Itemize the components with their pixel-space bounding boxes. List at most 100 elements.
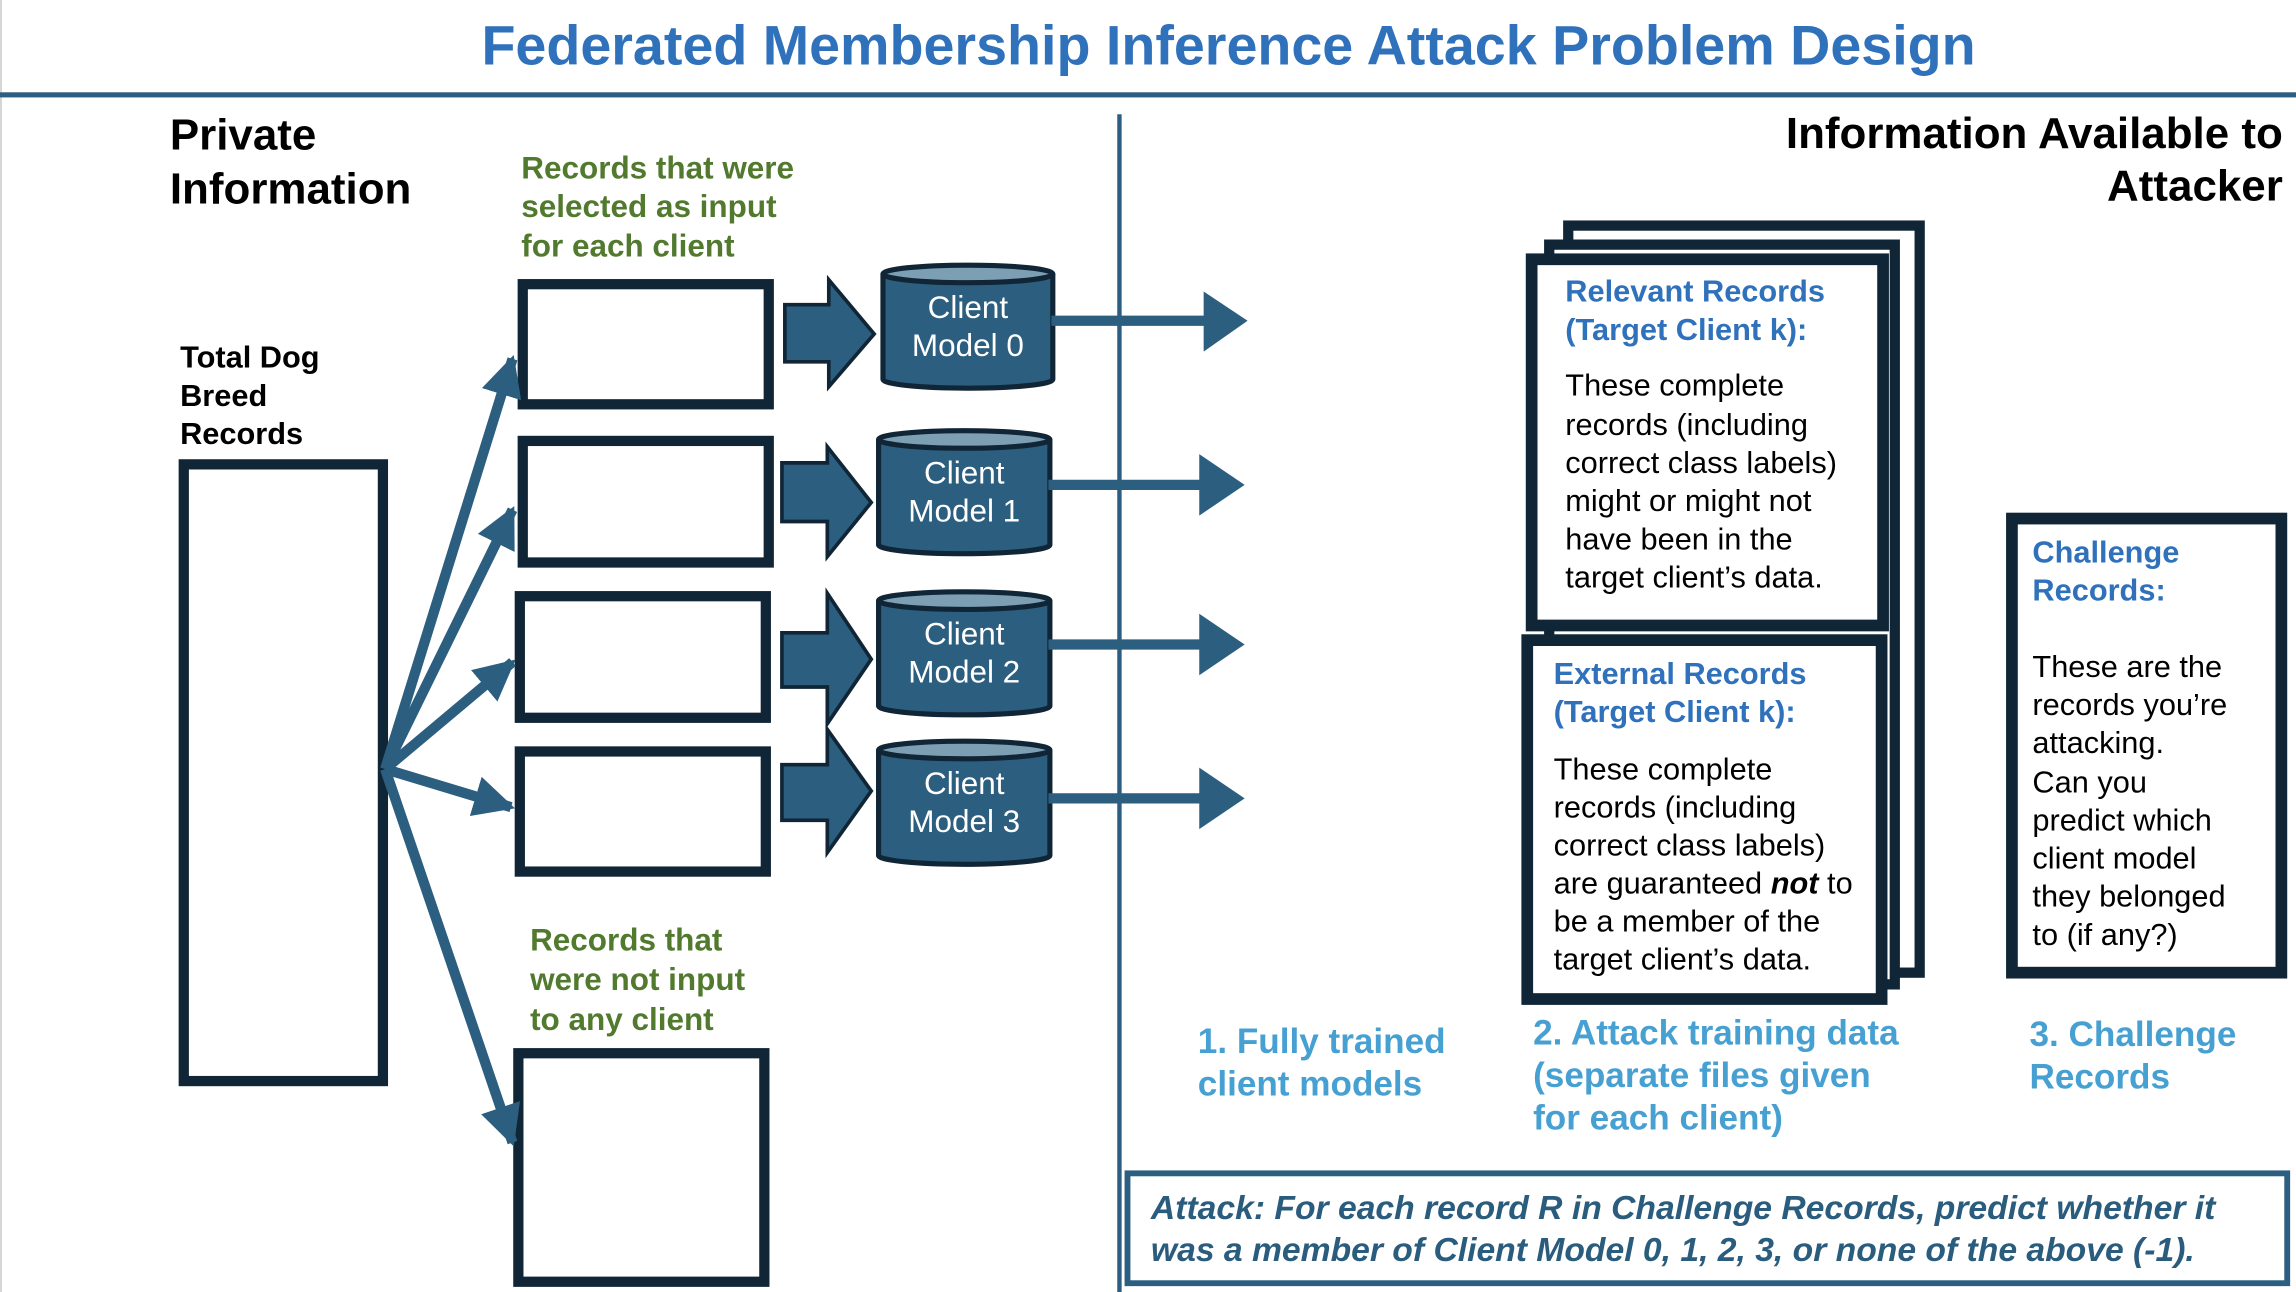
arrow-to-client-3: [383, 764, 515, 817]
emphasis-not: not: [1771, 866, 1821, 901]
external-body-line: These complete: [1554, 751, 1773, 786]
relevant-body-line: correct class labels): [1565, 445, 1837, 480]
arrow-to-client-0: [380, 354, 522, 771]
client-input-box-3: [514, 746, 771, 877]
challenge-card-title-line2: Records:: [2032, 573, 2165, 608]
client-model-label-line2: Model 3: [908, 804, 1020, 839]
distribution-arrows: [380, 354, 522, 1147]
cylinder-body: [876, 439, 1053, 557]
relevant-card-body: These complete records (including correc…: [1565, 368, 1837, 595]
page-title: Federated Membership Inference Attack Pr…: [481, 14, 1975, 76]
total-records-label-line3: Records: [180, 416, 303, 451]
relevant-card-title-line1: Relevant Records: [1565, 274, 1825, 309]
client-model-label-line1: Client: [928, 290, 1009, 325]
challenge-body-line: they belonged: [2032, 879, 2225, 914]
challenge-body-line: client model: [2032, 841, 2196, 876]
no-client-box: [513, 1048, 770, 1287]
external-body-segment: to: [1819, 866, 1853, 901]
selected-label-line1: Records that were: [521, 151, 794, 186]
arrow-to-no-client: [380, 767, 520, 1147]
cylinder-body: [876, 750, 1053, 867]
model-1-arrowhead: [1199, 454, 1245, 516]
total-records-label-line1: Total Dog: [180, 340, 319, 375]
external-card-title-line1: External Records: [1554, 656, 1807, 691]
challenge-body-line: records you’re: [2032, 687, 2227, 722]
attack-statement-box: [1124, 1170, 2291, 1287]
challenge-body-line: attacking.: [2032, 725, 2164, 760]
cylinder-top: [876, 428, 1053, 451]
relevant-card-title-line2: (Target Client k):: [1565, 312, 1807, 347]
relevant-body-line: might or might not: [1565, 483, 1812, 518]
client-model-label-line2: Model 0: [912, 328, 1024, 363]
title-rule: [0, 92, 2296, 98]
not-input-label-line1: Records that: [530, 923, 723, 958]
step-3-line1: 3. Challenge: [2030, 1015, 2237, 1054]
external-body-line: correct class labels): [1554, 827, 1826, 862]
relevant-body-line: These complete: [1565, 368, 1784, 403]
relevant-body-line: records (including: [1565, 407, 1808, 442]
cylinder-body: [880, 273, 1056, 391]
challenge-body-line: predict which: [2032, 803, 2211, 838]
attacker-info-heading-line2: Attacker: [2107, 162, 2283, 211]
private-info-heading-line2: Information: [170, 165, 412, 214]
client-model-label-line2: Model 1: [908, 493, 1020, 528]
challenge-body-line: These are the: [2032, 649, 2222, 684]
not-input-label-line3: to any client: [530, 1002, 714, 1037]
challenge-card-body: These are the records you’re attacking. …: [2032, 649, 2227, 952]
challenge-body-line: Can you: [2032, 764, 2147, 799]
total-records-label-line2: Breed: [180, 378, 267, 413]
step-2-line1: 2. Attack training data: [1533, 1013, 1899, 1052]
client-model-label-line2: Model 2: [908, 655, 1020, 690]
selected-label-line2: selected as input: [521, 189, 777, 224]
external-card-title-line2: (Target Client k):: [1554, 694, 1796, 729]
client-model-label-line1: Client: [924, 617, 1005, 652]
external-card-body: These complete records (including correc…: [1554, 751, 1853, 976]
cylinder-top: [880, 262, 1056, 286]
block-arrow-1: [780, 441, 874, 562]
client-input-box-2: [514, 591, 771, 723]
relevant-records-card: [1525, 253, 1889, 632]
model-0-arrowhead: [1203, 291, 1248, 352]
external-body-line: records (including: [1554, 789, 1797, 824]
selected-label-line3: for each client: [521, 228, 735, 263]
challenge-body-line: to (if any?): [2032, 917, 2177, 952]
external-records-card: [1521, 634, 1888, 1005]
client-model-label-line1: Client: [924, 455, 1005, 490]
cylinder-top: [876, 738, 1053, 762]
step-1-line1: 1. Fully trained: [1198, 1022, 1446, 1061]
arrow-to-client-1: [380, 506, 518, 772]
external-body-line: be a member of the: [1554, 904, 1821, 939]
section-divider: [1117, 114, 1122, 1292]
challenge-card-title-line1: Challenge: [2032, 534, 2179, 569]
client-input-box-0: [517, 279, 774, 410]
cylinder-top: [876, 589, 1053, 612]
attack-statement-line1: Attack: For each record R in Challenge R…: [1150, 1190, 2217, 1227]
cylinder-body: [876, 600, 1053, 718]
client-model-label-line1: Client: [924, 766, 1005, 801]
external-body-line-emphasis: are guaranteed not to: [1554, 866, 1853, 901]
step-2-line3: for each client): [1533, 1098, 1783, 1137]
page-left-edge: [0, 0, 2, 1292]
external-body-line: target client’s data.: [1554, 942, 1811, 977]
challenge-records-card: [2006, 512, 2288, 979]
step-3-line2: Records: [2030, 1057, 2171, 1096]
block-arrow-3: [780, 723, 874, 859]
not-input-label-line2: were not input: [529, 962, 746, 997]
block-arrow-0: [783, 274, 877, 392]
client-input-box-1: [517, 435, 774, 568]
private-info-heading-line1: Private: [170, 110, 316, 159]
total-records-box: [178, 459, 389, 1087]
model-3-arrowhead: [1199, 767, 1245, 830]
relevant-body-line: have been in the: [1565, 521, 1792, 556]
step-1-line2: client models: [1198, 1065, 1422, 1104]
arrow-to-client-2: [381, 658, 516, 773]
block-arrow-2: [780, 587, 874, 730]
step-2-line2: (separate files given: [1533, 1056, 1871, 1095]
external-body-segment: are guaranteed: [1554, 866, 1771, 901]
attack-statement-line2: was a member of Client Model 0, 1, 2, 3,…: [1151, 1232, 2195, 1269]
